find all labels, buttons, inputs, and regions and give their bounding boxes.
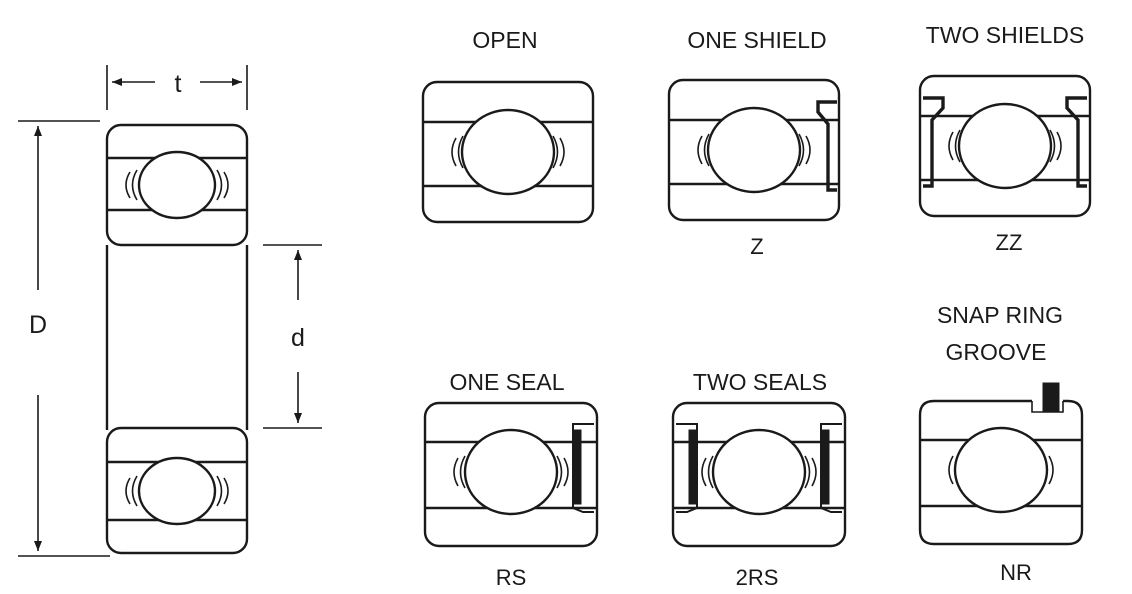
seal-outline (572, 423, 594, 513)
variant-code: RS (496, 565, 527, 590)
variant-code: ZZ (996, 230, 1023, 255)
variant-title: ONE SEAL (449, 369, 564, 395)
seal-body-right (820, 429, 830, 505)
cross-section: t D d (18, 65, 322, 557)
variant-code: 2RS (736, 565, 779, 590)
shield-plate (816, 100, 837, 192)
variant-title: ONE SHIELD (687, 27, 826, 53)
variant-title: TWO SEALS (693, 369, 827, 395)
variant-two-shields: TWO SHIELDS ZZ (918, 22, 1092, 255)
variant-title-line1: SNAP RING (937, 302, 1063, 328)
variant-title: TWO SHIELDS (926, 22, 1084, 48)
variant-one-shield: ONE SHIELD Z (667, 27, 841, 259)
variant-two-seals: TWO SEALS 2RS (671, 369, 847, 590)
variant-title: OPEN (472, 27, 537, 53)
variant-code: Z (750, 234, 763, 259)
outer-diameter-dimension: D (18, 120, 110, 557)
outer-diameter-label: D (29, 311, 47, 339)
seal-outline-left (676, 423, 698, 513)
variant-one-seal: ONE SEAL RS (423, 369, 599, 590)
snap-ring (1042, 382, 1060, 413)
variant-code: NR (1000, 560, 1032, 585)
bore-dimension: d (263, 244, 322, 429)
width-label: t (175, 70, 182, 98)
bore-label: d (291, 324, 305, 352)
seal-outline-right (820, 423, 842, 513)
seal-body (572, 429, 582, 505)
lower-ring-section (105, 426, 249, 555)
variant-title-line2: GROOVE (946, 339, 1047, 365)
shield-plate-right (1065, 96, 1087, 188)
variant-open: OPEN (421, 27, 595, 224)
upper-ring-section (105, 123, 249, 247)
seal-body-left (688, 429, 698, 505)
shield-plate-left (923, 96, 945, 188)
variant-snap-ring-groove: SNAP RING GROOVE NR (918, 302, 1084, 585)
width-dimension: t (106, 65, 248, 110)
